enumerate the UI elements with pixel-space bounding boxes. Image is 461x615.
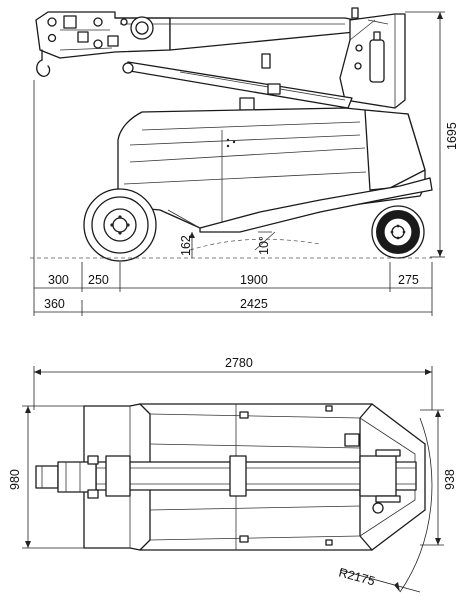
- ramp-angle-label: 10°: [257, 236, 271, 255]
- height-label: 1695: [445, 122, 459, 150]
- boom-length-dimension: [33, 366, 433, 410]
- hydraulic-cylinder: [122, 53, 353, 111]
- hook: [36, 49, 51, 77]
- rear-overhang-label: 300: [48, 273, 69, 287]
- height-dimension-lines: [405, 11, 445, 258]
- body-width-label: 980: [8, 469, 22, 490]
- boom-pivot-frame: [339, 13, 406, 109]
- ground-clearance-label: 162: [179, 235, 193, 256]
- front-wheel: [371, 205, 425, 259]
- turning-radius-arc: [339, 417, 433, 593]
- side-view: 162 10° 1695 300 250 1900 275 360 2425: [30, 7, 459, 316]
- outrigger-offset-label: 360: [44, 297, 65, 311]
- body-width-dimension: [22, 405, 84, 549]
- wheelbase-label: 1900: [240, 273, 268, 287]
- turning-radius-label: R2175: [337, 565, 376, 588]
- boom-tip-top: [35, 455, 99, 499]
- rear-wheel-offset-label: 250: [88, 273, 109, 287]
- total-length-label: 2425: [240, 297, 268, 311]
- lower-skirt: [167, 177, 433, 233]
- top-view: 2780 980 938: [8, 356, 457, 593]
- length-dimension-lines: [34, 262, 433, 316]
- ground-line: [30, 231, 432, 259]
- boom-length-label: 2780: [225, 356, 253, 370]
- boom-top: [95, 449, 417, 503]
- rear-wheel: [83, 188, 157, 262]
- front-width-dimension: [420, 409, 444, 546]
- front-width-label: 938: [443, 469, 457, 490]
- boom-arm: [35, 7, 359, 59]
- front-overhang-label: 275: [398, 273, 419, 287]
